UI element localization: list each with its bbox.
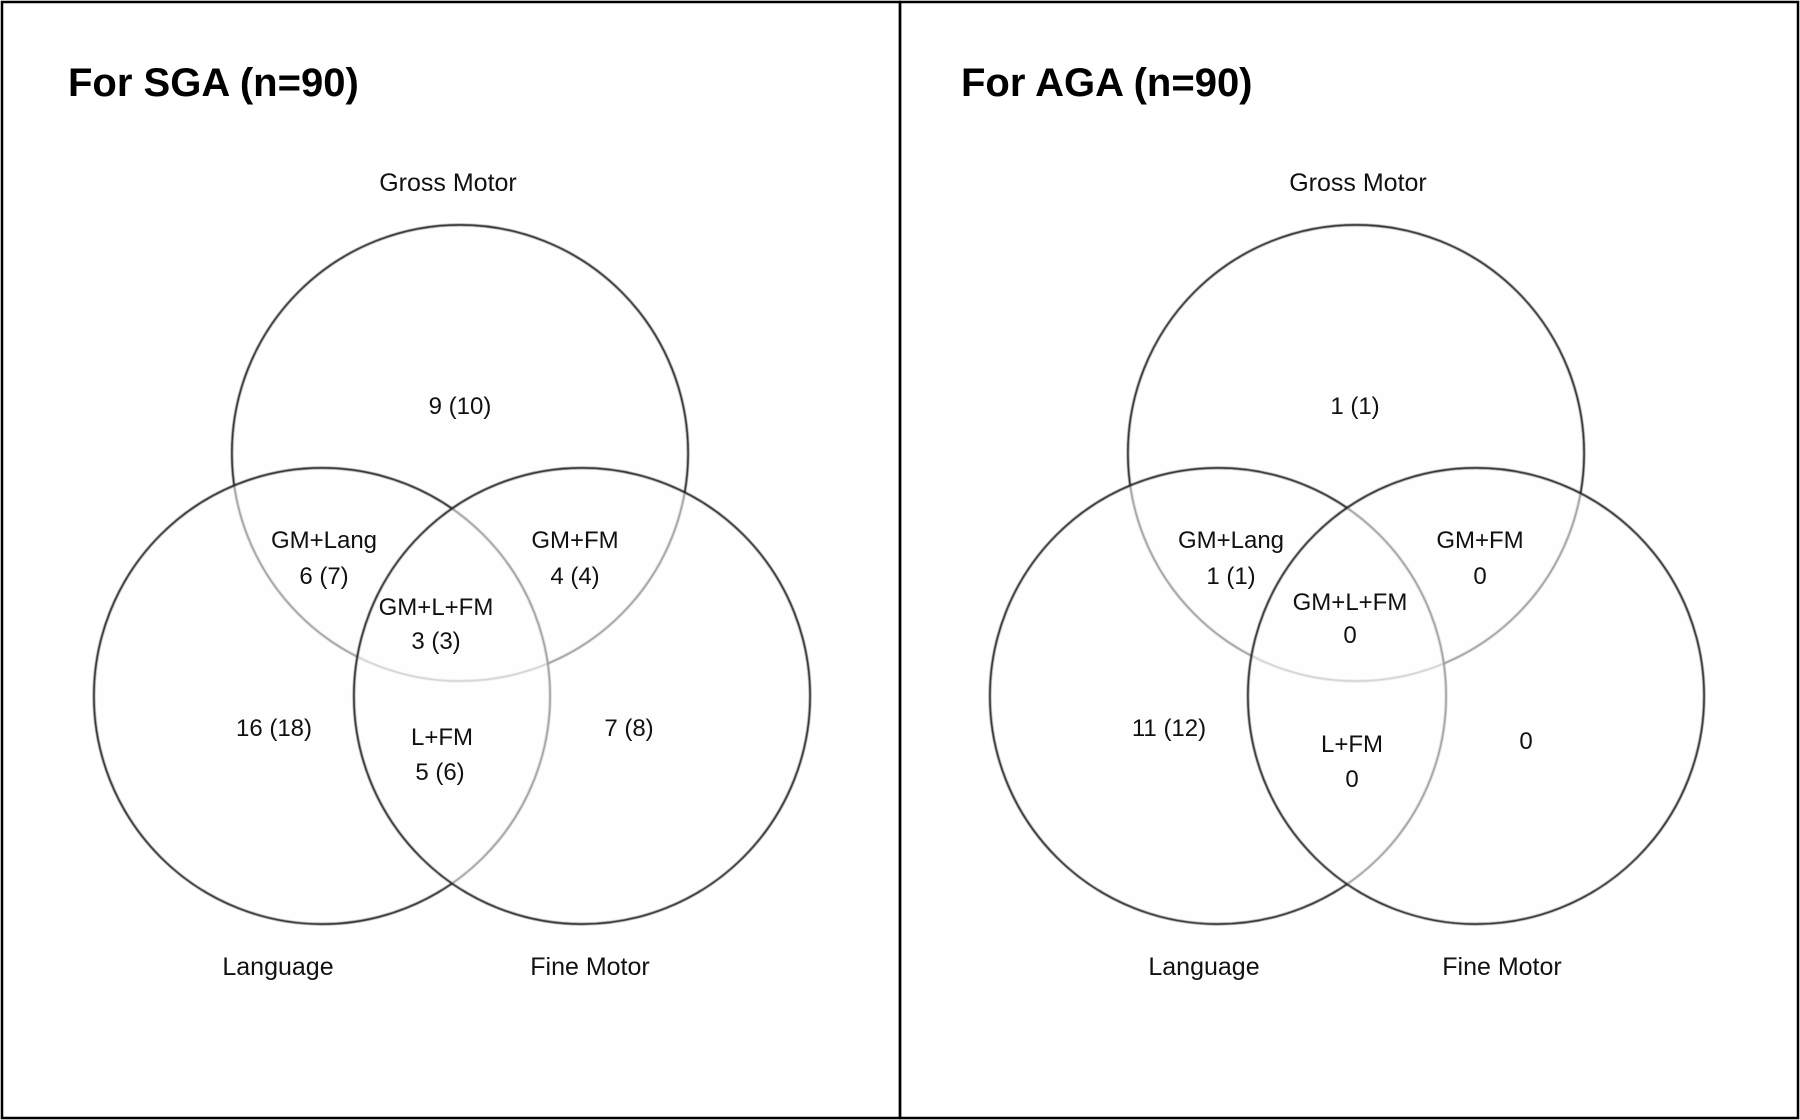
aga-gm-lang-value: 1 (1) bbox=[1206, 563, 1255, 590]
sga-gm-only-value: 9 (10) bbox=[429, 393, 492, 420]
sga-gm-lang-label: GM+Lang bbox=[271, 527, 377, 554]
aga-gm-fm-value: 0 bbox=[1473, 563, 1486, 590]
sga-gross-motor-label: Gross Motor bbox=[379, 169, 517, 197]
sga-lang-only-value: 16 (18) bbox=[236, 715, 312, 742]
aga-language-label: Language bbox=[1148, 953, 1259, 981]
aga-fm-only-value: 0 bbox=[1519, 728, 1532, 755]
sga-fm-only-value: 7 (8) bbox=[604, 715, 653, 742]
aga-gm-l-fm-label: GM+L+FM bbox=[1293, 589, 1408, 616]
aga-gm-only-value: 1 (1) bbox=[1330, 393, 1379, 420]
sga-l-fm-value: 5 (6) bbox=[415, 759, 464, 786]
aga-panel-title: For AGA (n=90) bbox=[961, 61, 1253, 105]
aga-panel-border bbox=[898, 0, 1800, 1120]
sga-panel: For SGA (n=90) Gross Motor 9 (10) GM+Lan… bbox=[0, 0, 902, 1120]
aga-l-fm-value: 0 bbox=[1345, 766, 1358, 793]
sga-gm-l-fm-label: GM+L+FM bbox=[379, 594, 494, 621]
sga-gm-lang-value: 6 (7) bbox=[299, 563, 348, 590]
aga-lang-only-value: 11 (12) bbox=[1132, 715, 1206, 742]
aga-panel: For AGA (n=90) Gross Motor 1 (1) GM+Lang… bbox=[898, 0, 1800, 1120]
aga-gm-fm-label: GM+FM bbox=[1436, 527, 1523, 554]
sga-gm-l-fm-value: 3 (3) bbox=[411, 628, 460, 655]
aga-gross-motor-label: Gross Motor bbox=[1289, 169, 1427, 197]
aga-l-fm-label: L+FM bbox=[1321, 731, 1383, 758]
aga-gm-l-fm-value: 0 bbox=[1343, 622, 1356, 649]
aga-gm-lang-label: GM+Lang bbox=[1178, 527, 1284, 554]
aga-fine-motor-label: Fine Motor bbox=[1442, 953, 1561, 981]
sga-l-fm-label: L+FM bbox=[411, 724, 473, 751]
sga-fine-motor-circle bbox=[352, 466, 812, 926]
sga-gm-fm-label: GM+FM bbox=[531, 527, 618, 554]
sga-language-label: Language bbox=[222, 953, 333, 981]
sga-panel-title: For SGA (n=90) bbox=[68, 61, 359, 105]
sga-fine-motor-label: Fine Motor bbox=[530, 953, 649, 981]
aga-fine-motor-circle bbox=[1246, 466, 1706, 926]
sga-gm-fm-value: 4 (4) bbox=[550, 563, 599, 590]
